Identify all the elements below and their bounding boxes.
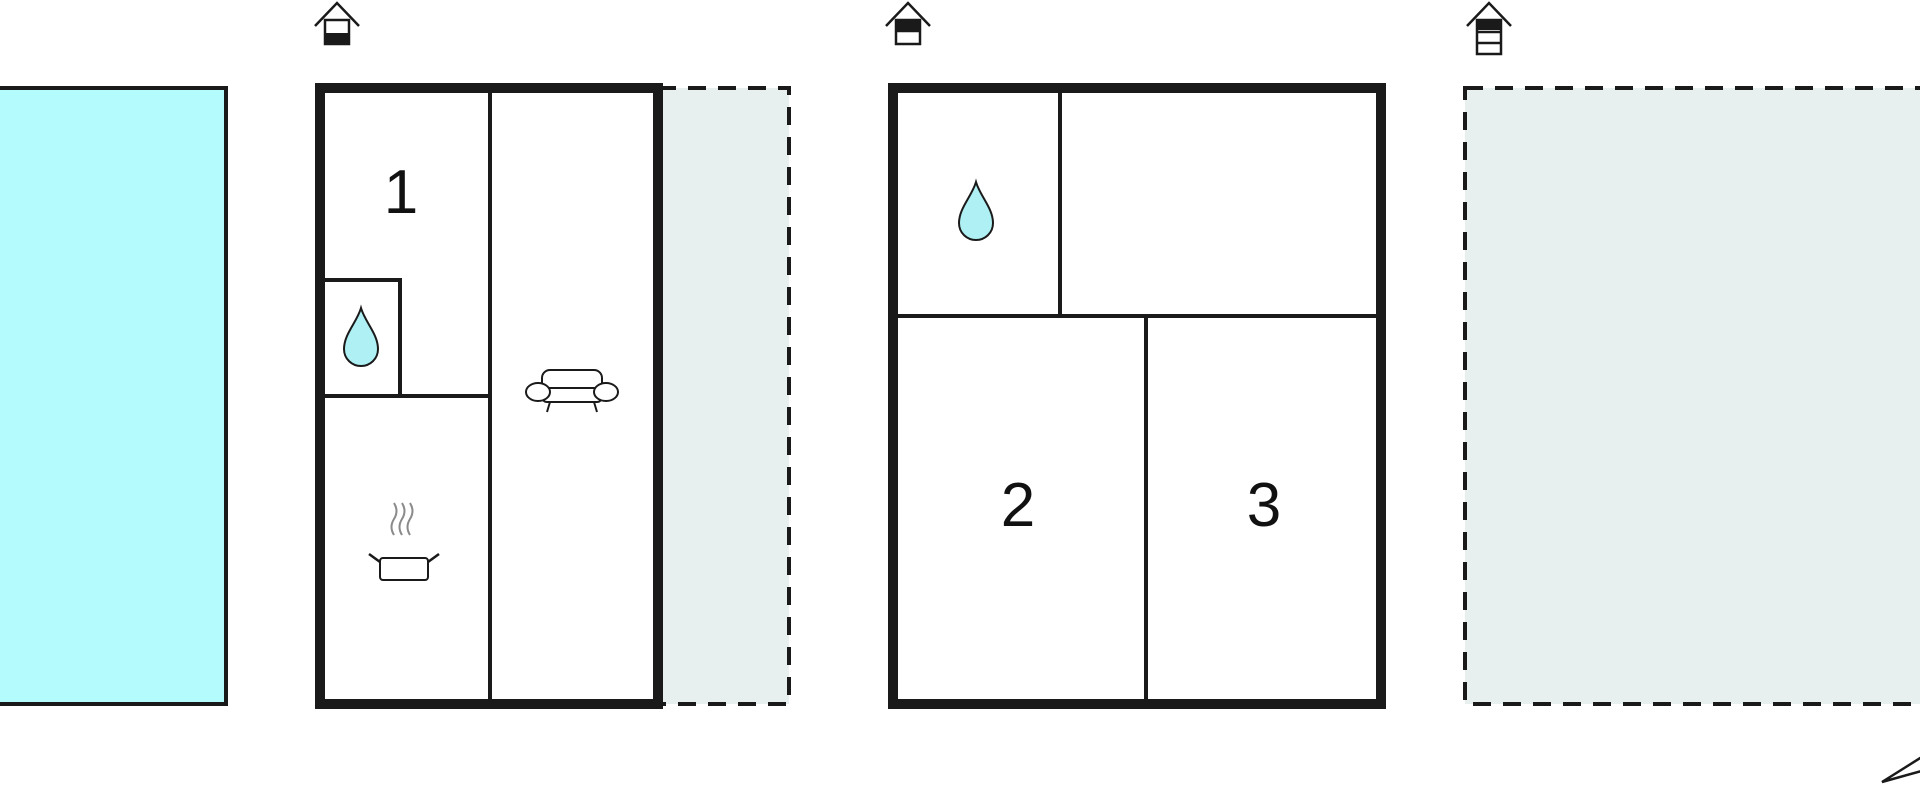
bathroom-ground: [318, 278, 402, 398]
house-second-floor-icon: [1466, 1, 1512, 56]
cooking-pot-icon: [368, 502, 440, 581]
room-number-3: 3: [1247, 471, 1281, 540]
water-drop-icon: [342, 304, 380, 368]
room-number-1: 1: [384, 158, 418, 227]
pool: [0, 86, 228, 706]
first-floor: 2 3: [888, 83, 1386, 709]
house-first-floor-icon: [885, 1, 931, 46]
north-arrow-icon: [1881, 756, 1920, 784]
terrace: [656, 86, 791, 706]
ground-floor: 1: [315, 83, 663, 709]
house-ground-floor-icon: [314, 1, 360, 46]
room-number-2: 2: [1001, 471, 1035, 540]
roof-terrace: [1463, 86, 1920, 706]
water-drop-icon: [957, 178, 995, 242]
sofa-icon: [525, 369, 619, 413]
first-floor-outline: [888, 83, 1386, 709]
